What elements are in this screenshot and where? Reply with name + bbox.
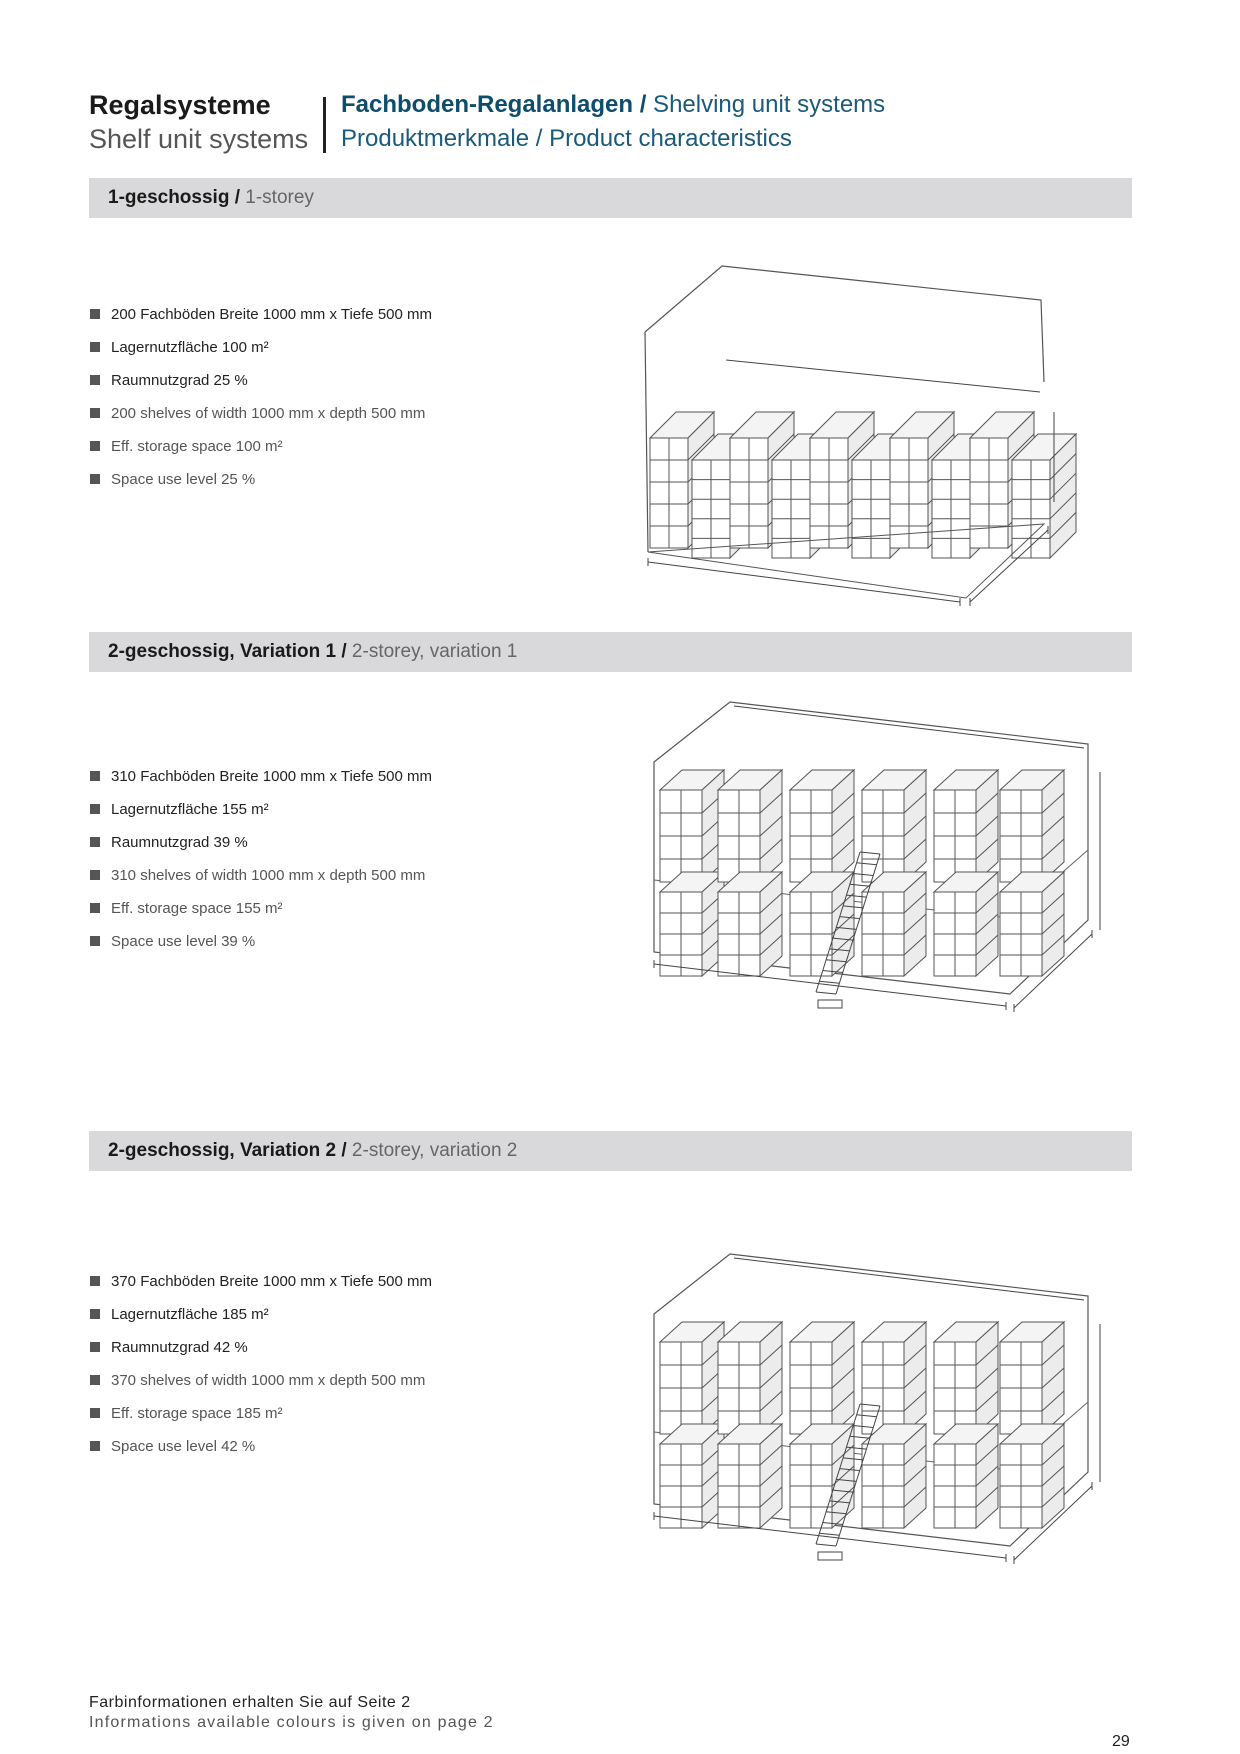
category-title-en: Shelving unit systems: [646, 91, 886, 118]
list-item: Eff. storage space 100 m²: [89, 430, 432, 463]
bullet-square-icon: [90, 408, 100, 418]
page-number: 29: [1112, 1733, 1130, 1750]
bullet-square-icon: [90, 837, 100, 847]
header-left: Regalsysteme Shelf unit systems: [89, 88, 308, 156]
footer-note: Farbinformationen erhalten Sie auf Seite…: [89, 1693, 494, 1733]
feature-list-2-storey-v2: 370 Fachböden Breite 1000 mm x Tiefe 500…: [89, 1265, 432, 1463]
section-bar-1-storey: 1-geschossig / 1-storey: [89, 178, 1132, 218]
bullet-square-icon: [90, 936, 100, 946]
header-divider: [323, 97, 326, 153]
bullet-square-icon: [90, 474, 100, 484]
footer-note-de: Farbinformationen erhalten Sie auf Seite…: [89, 1694, 411, 1711]
header-right: Fachboden-Regalanlagen / Shelving unit s…: [341, 88, 885, 156]
section-title-en: 2-storey, variation 1: [346, 641, 518, 662]
list-item: Eff. storage space 155 m²: [89, 892, 432, 925]
section-title-en: 2-storey, variation 2: [346, 1140, 518, 1161]
category-title-de: Fachboden-Regalanlagen /: [341, 91, 647, 118]
list-item: Space use level 39 %: [89, 925, 432, 958]
section-bar-2-storey-v1: 2-geschossig, Variation 1 / 2-storey, va…: [89, 632, 1132, 672]
list-item: Lagernutzfläche 100 m²: [89, 331, 432, 364]
shelving-drawing-2-storey-v1: [653, 701, 1101, 1012]
bullet-square-icon: [90, 1375, 100, 1385]
list-item: 200 Fachböden Breite 1000 mm x Tiefe 500…: [89, 298, 432, 331]
section-title-de: 1-geschossig /: [108, 187, 240, 208]
list-item: 310 Fachböden Breite 1000 mm x Tiefe 500…: [89, 760, 432, 793]
list-item: Lagernutzfläche 185 m²: [89, 1298, 432, 1331]
list-item: 370 Fachböden Breite 1000 mm x Tiefe 500…: [89, 1265, 432, 1298]
list-item: 310 shelves of width 1000 mm x depth 500…: [89, 859, 432, 892]
list-item: Raumnutzgrad 39 %: [89, 826, 432, 859]
bullet-square-icon: [90, 1441, 100, 1451]
bullet-square-icon: [90, 1309, 100, 1319]
bullet-square-icon: [90, 804, 100, 814]
footer-note-en: Informations available colours is given …: [89, 1714, 494, 1731]
bullet-square-icon: [90, 375, 100, 385]
page-subtitle: Shelf unit systems: [89, 124, 309, 154]
list-item: 200 shelves of width 1000 mm x depth 500…: [89, 397, 432, 430]
feature-list-1-storey: 200 Fachböden Breite 1000 mm x Tiefe 500…: [89, 298, 432, 496]
bullet-square-icon: [90, 903, 100, 913]
section-title-de: 2-geschossig, Variation 2 /: [108, 1140, 347, 1161]
list-item: Raumnutzgrad 42 %: [89, 1331, 432, 1364]
section-title-de: 2-geschossig, Variation 1 /: [108, 641, 347, 662]
shelving-drawing-2-storey-v2: [653, 1253, 1101, 1564]
shelving-drawing-1-storey: [644, 265, 1078, 606]
category-title: Fachboden-Regalanlagen / Shelving unit s…: [341, 88, 885, 122]
list-item: Eff. storage space 185 m²: [89, 1397, 432, 1430]
list-item: Lagernutzfläche 155 m²: [89, 793, 432, 826]
bullet-square-icon: [90, 1342, 100, 1352]
bullet-square-icon: [90, 441, 100, 451]
list-item: Raumnutzgrad 25 %: [89, 364, 432, 397]
bullet-square-icon: [90, 1276, 100, 1286]
feature-list-2-storey-v1: 310 Fachböden Breite 1000 mm x Tiefe 500…: [89, 760, 432, 958]
list-item: Space use level 25 %: [89, 463, 432, 496]
section-heading: Produktmerkmale / Product characteristic…: [341, 125, 792, 152]
bullet-square-icon: [90, 771, 100, 781]
section-title-en: 1-storey: [240, 187, 314, 208]
bullet-square-icon: [90, 870, 100, 880]
bullet-square-icon: [90, 309, 100, 319]
list-item: Space use level 42 %: [89, 1430, 432, 1463]
bullet-square-icon: [90, 1408, 100, 1418]
list-item: 370 shelves of width 1000 mm x depth 500…: [89, 1364, 432, 1397]
bullet-square-icon: [90, 342, 100, 352]
page-title: Regalsysteme: [89, 90, 271, 120]
section-bar-2-storey-v2: 2-geschossig, Variation 2 / 2-storey, va…: [89, 1131, 1132, 1171]
